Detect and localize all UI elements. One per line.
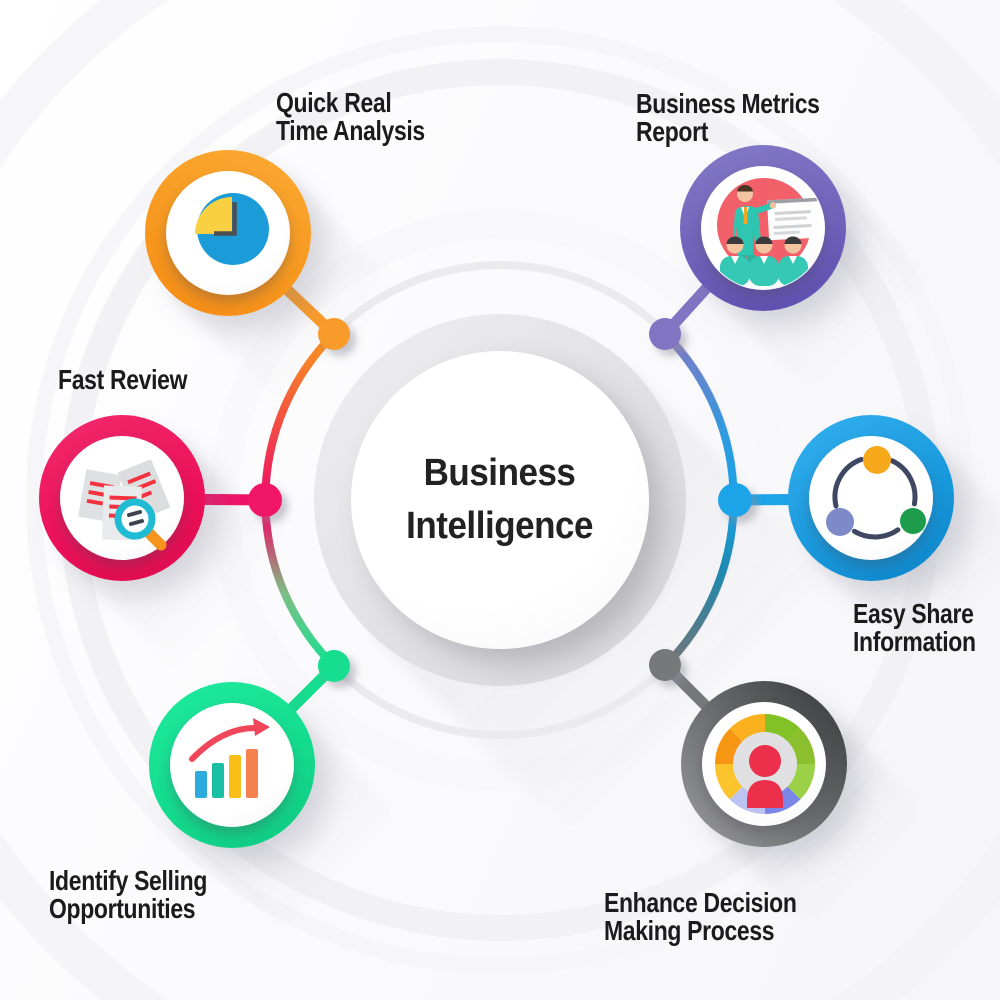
page-title-line1: Business (424, 452, 576, 494)
connector-dot-identify (318, 650, 350, 682)
label-quick-real-time-analysis: Quick Real Time Analysis (276, 89, 425, 145)
document-search-icon (78, 459, 171, 551)
label-identify-selling-opportunities: Identify Selling Opportunities (49, 867, 207, 923)
presentation-icon (717, 178, 820, 286)
node-inner-metrics (701, 166, 825, 290)
node-circle-identify-selling-opportunities (149, 682, 315, 848)
node-inner-fast (60, 436, 184, 560)
node-circle-easy-share-information (788, 415, 954, 581)
label-line: Easy Share (853, 598, 974, 629)
node-circle-quick-real-time-analysis (145, 150, 311, 316)
label-business-metrics-report: Business Metrics Report (636, 90, 820, 146)
label-line: Time Analysis (276, 115, 425, 146)
node-inner-decision (702, 702, 826, 826)
page-title-line2: Intelligence (406, 505, 594, 547)
node-inner-identify (170, 703, 294, 827)
label-fast-review: Fast Review (58, 366, 187, 394)
label-line: Fast Review (58, 364, 188, 395)
node-circle-fast-review (39, 415, 205, 581)
label-line: Report (636, 116, 709, 147)
center-circle-ring: Business Intelligence (314, 314, 686, 686)
pie-chart-icon (195, 193, 269, 265)
node-circle-business-metrics-report (680, 145, 846, 311)
growth-chart-icon (189, 718, 270, 798)
page-title: Business Intelligence (407, 447, 594, 553)
label-line: Quick Real (276, 87, 392, 118)
label-line: Opportunities (49, 893, 196, 924)
label-line: Making Process (604, 915, 775, 946)
node-inner-quick (166, 171, 290, 295)
connector-dot-quick (318, 318, 350, 350)
label-easy-share-information: Easy Share Information (853, 600, 976, 656)
connector-dot-share (718, 483, 752, 517)
center-circle: Business Intelligence (351, 351, 649, 649)
share-network-icon (826, 446, 926, 540)
connector-dot-decision (649, 649, 681, 681)
connector-dot-metrics (649, 318, 681, 350)
people-pie-icon (714, 713, 816, 815)
node-inner-share (809, 436, 933, 560)
node-circle-enhance-decision-making (681, 681, 847, 847)
label-line: Identify Selling (49, 865, 208, 896)
label-line: Information (853, 626, 976, 657)
connector-dot-fast (248, 483, 282, 517)
label-line: Business Metrics (636, 88, 820, 119)
label-line: Enhance Decision (604, 887, 797, 918)
label-enhance-decision-making: Enhance Decision Making Process (604, 889, 797, 945)
